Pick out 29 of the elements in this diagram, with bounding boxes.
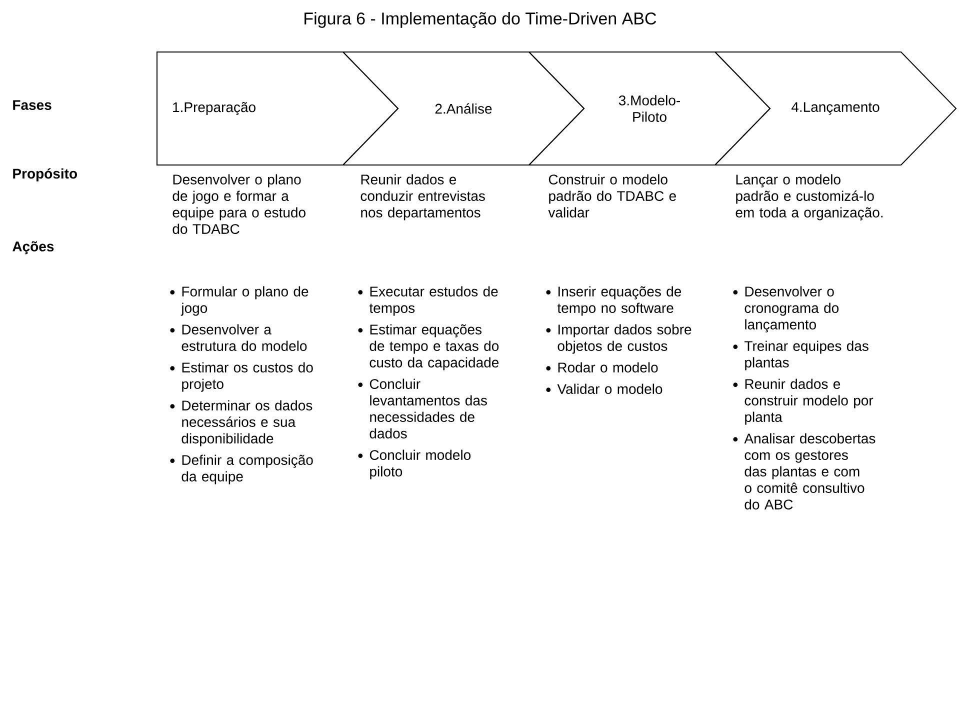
bullet-item: Validar o modelo (546, 384, 662, 394)
bullet-item: Estimar os custos do projeto (170, 362, 313, 392)
bullet-item: Executar estudos de tempos (358, 286, 498, 316)
purpose-text: Reunir dados e conduzir entrevistas nos departamentos (360, 174, 485, 220)
row-heading: Fases (13, 100, 52, 110)
purpose-text: Desenvolver o plano de jogo e formar a equipe para o estudo do TDABC (172, 174, 306, 234)
phase-box: 1.Preparação (156, 52, 399, 166)
bullet-item: Definir a composição da equipe (170, 454, 313, 484)
bullet-item: Desenvolver o cronograma do lançamento (733, 286, 839, 332)
bullet-item: Rodar o modelo (546, 362, 658, 372)
phase-box: 3.Modelo-Piloto (528, 52, 771, 166)
bullet-item: Concluir modelo piloto (358, 450, 471, 480)
purpose-text: Lançar o modelo padrão e customizá-lo em toda a organização. (736, 174, 883, 220)
bullet-item: Concluir levantamentos das necessidades de dados (358, 378, 487, 438)
bullet-item: Determinar os dados necessários e sua disponibilidade (170, 400, 312, 446)
phase-box: 2.Análise (342, 52, 585, 166)
row-heading: Ações (12, 241, 54, 254)
bullet-item: Desenvolver a estrutura do modelo (170, 324, 307, 351)
title: Figura 6 - Implementação do Time-Driven ABC (304, 12, 656, 28)
phase-box: 4.Lançamento (714, 52, 957, 166)
row-heading: Propósito (13, 168, 77, 182)
bullet-item: Reunir dados e construir modelo por planta (733, 378, 874, 425)
bullet-item: Treinar equipes das plantas (733, 340, 868, 370)
bullet-item: Analisar descobertas com os gestores das plantas e com o comitê consultivo do ABC (733, 433, 876, 510)
bullet-item: Inserir equações de tempo no software (546, 286, 682, 316)
bullet-item: Estimar equações de tempo e taxas do custo da capacidade (358, 324, 499, 370)
purpose-text: Construir o modelo padrão do TDABC e validar (548, 174, 676, 218)
bullet-item: Importar dados sobre objetos de custos (546, 324, 692, 354)
bullet-item: Formular o plano de jogo (170, 286, 308, 316)
